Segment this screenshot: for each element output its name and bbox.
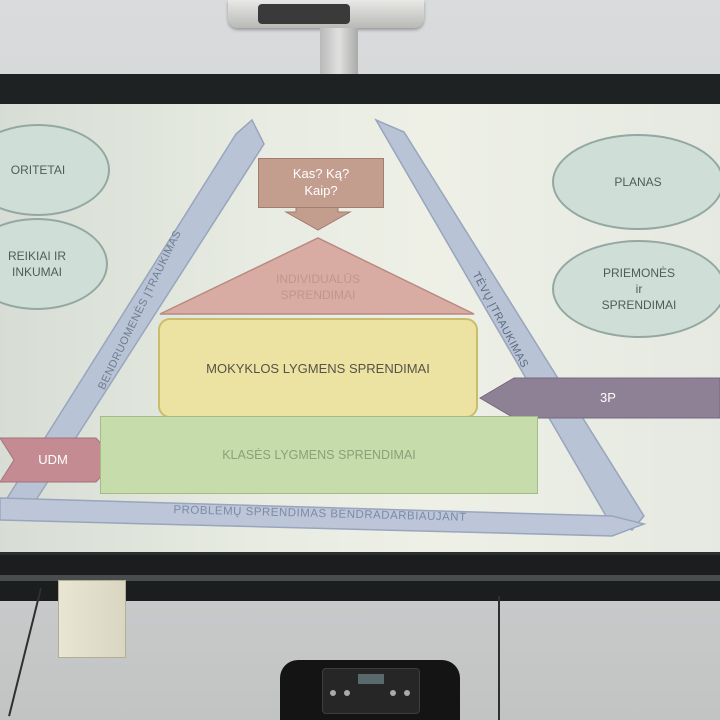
speaker-display [358,674,384,684]
ellipse-poreikiai-line1: REIKIAI IR [7,248,66,263]
question-box: Kas? Ką? Kaip? [258,158,384,208]
udm-label: UDM [38,452,68,467]
projector-lens [258,4,350,24]
school-level-box: MOKYKLOS LYGMENS SPRENDIMAI [158,318,478,418]
roof-label: INDIVIDUALŪS SPRENDIMAI [238,272,398,303]
roof-line2: SPRENDIMAI [280,287,356,302]
speaker-knob [344,690,350,696]
triangle-arrows [0,118,720,537]
ellipse-priemones-line2: ir [635,281,643,296]
cable-right [498,596,500,720]
speaker-knob [390,690,396,696]
question-line2: Kaip? [304,183,338,198]
whiteboard-frame-top [0,74,720,104]
udm-arrow [0,437,117,483]
ellipse-planas-text: PLANAS [614,174,662,189]
question-line1: Kas? Ką? [292,166,350,182]
ellipse-priemones-line3: SPRENDIMAI [601,298,677,313]
roof-line1: INDIVIDUALŪS [275,272,361,286]
three-p-arrow [479,377,720,419]
ellipse-prioritetai-text: ORITETAI [10,162,66,177]
projector-mount [320,28,358,74]
class-level-box: KLASĖS LYGMENS SPRENDIMAI [100,416,538,494]
ellipse-poreikiai-line2: INKUMAI [11,265,62,279]
ellipse-priemones-line1: PRIEMONĖS [602,265,675,280]
ellipse-priemones: PRIEMONĖS ir SPRENDIMAI [552,240,720,338]
bottom-side-arrow [0,497,647,537]
roof-shape [159,237,475,315]
three-p-label: 3P [600,390,616,405]
wall-outlet-box [58,580,126,658]
projection-screen: BENDRUOMENĖS ĮTRAUKIMAS TĖVŲ ĮTRAUKIMAS … [0,104,720,552]
whiteboard-tray [0,575,720,581]
slide: BENDRUOMENĖS ĮTRAUKIMAS TĖVŲ ĮTRAUKIMAS … [0,104,720,552]
ellipse-planas: PLANAS [552,134,720,230]
speaker-knob [404,690,410,696]
speaker-knob [330,690,336,696]
speaker-control-panel [322,668,420,714]
